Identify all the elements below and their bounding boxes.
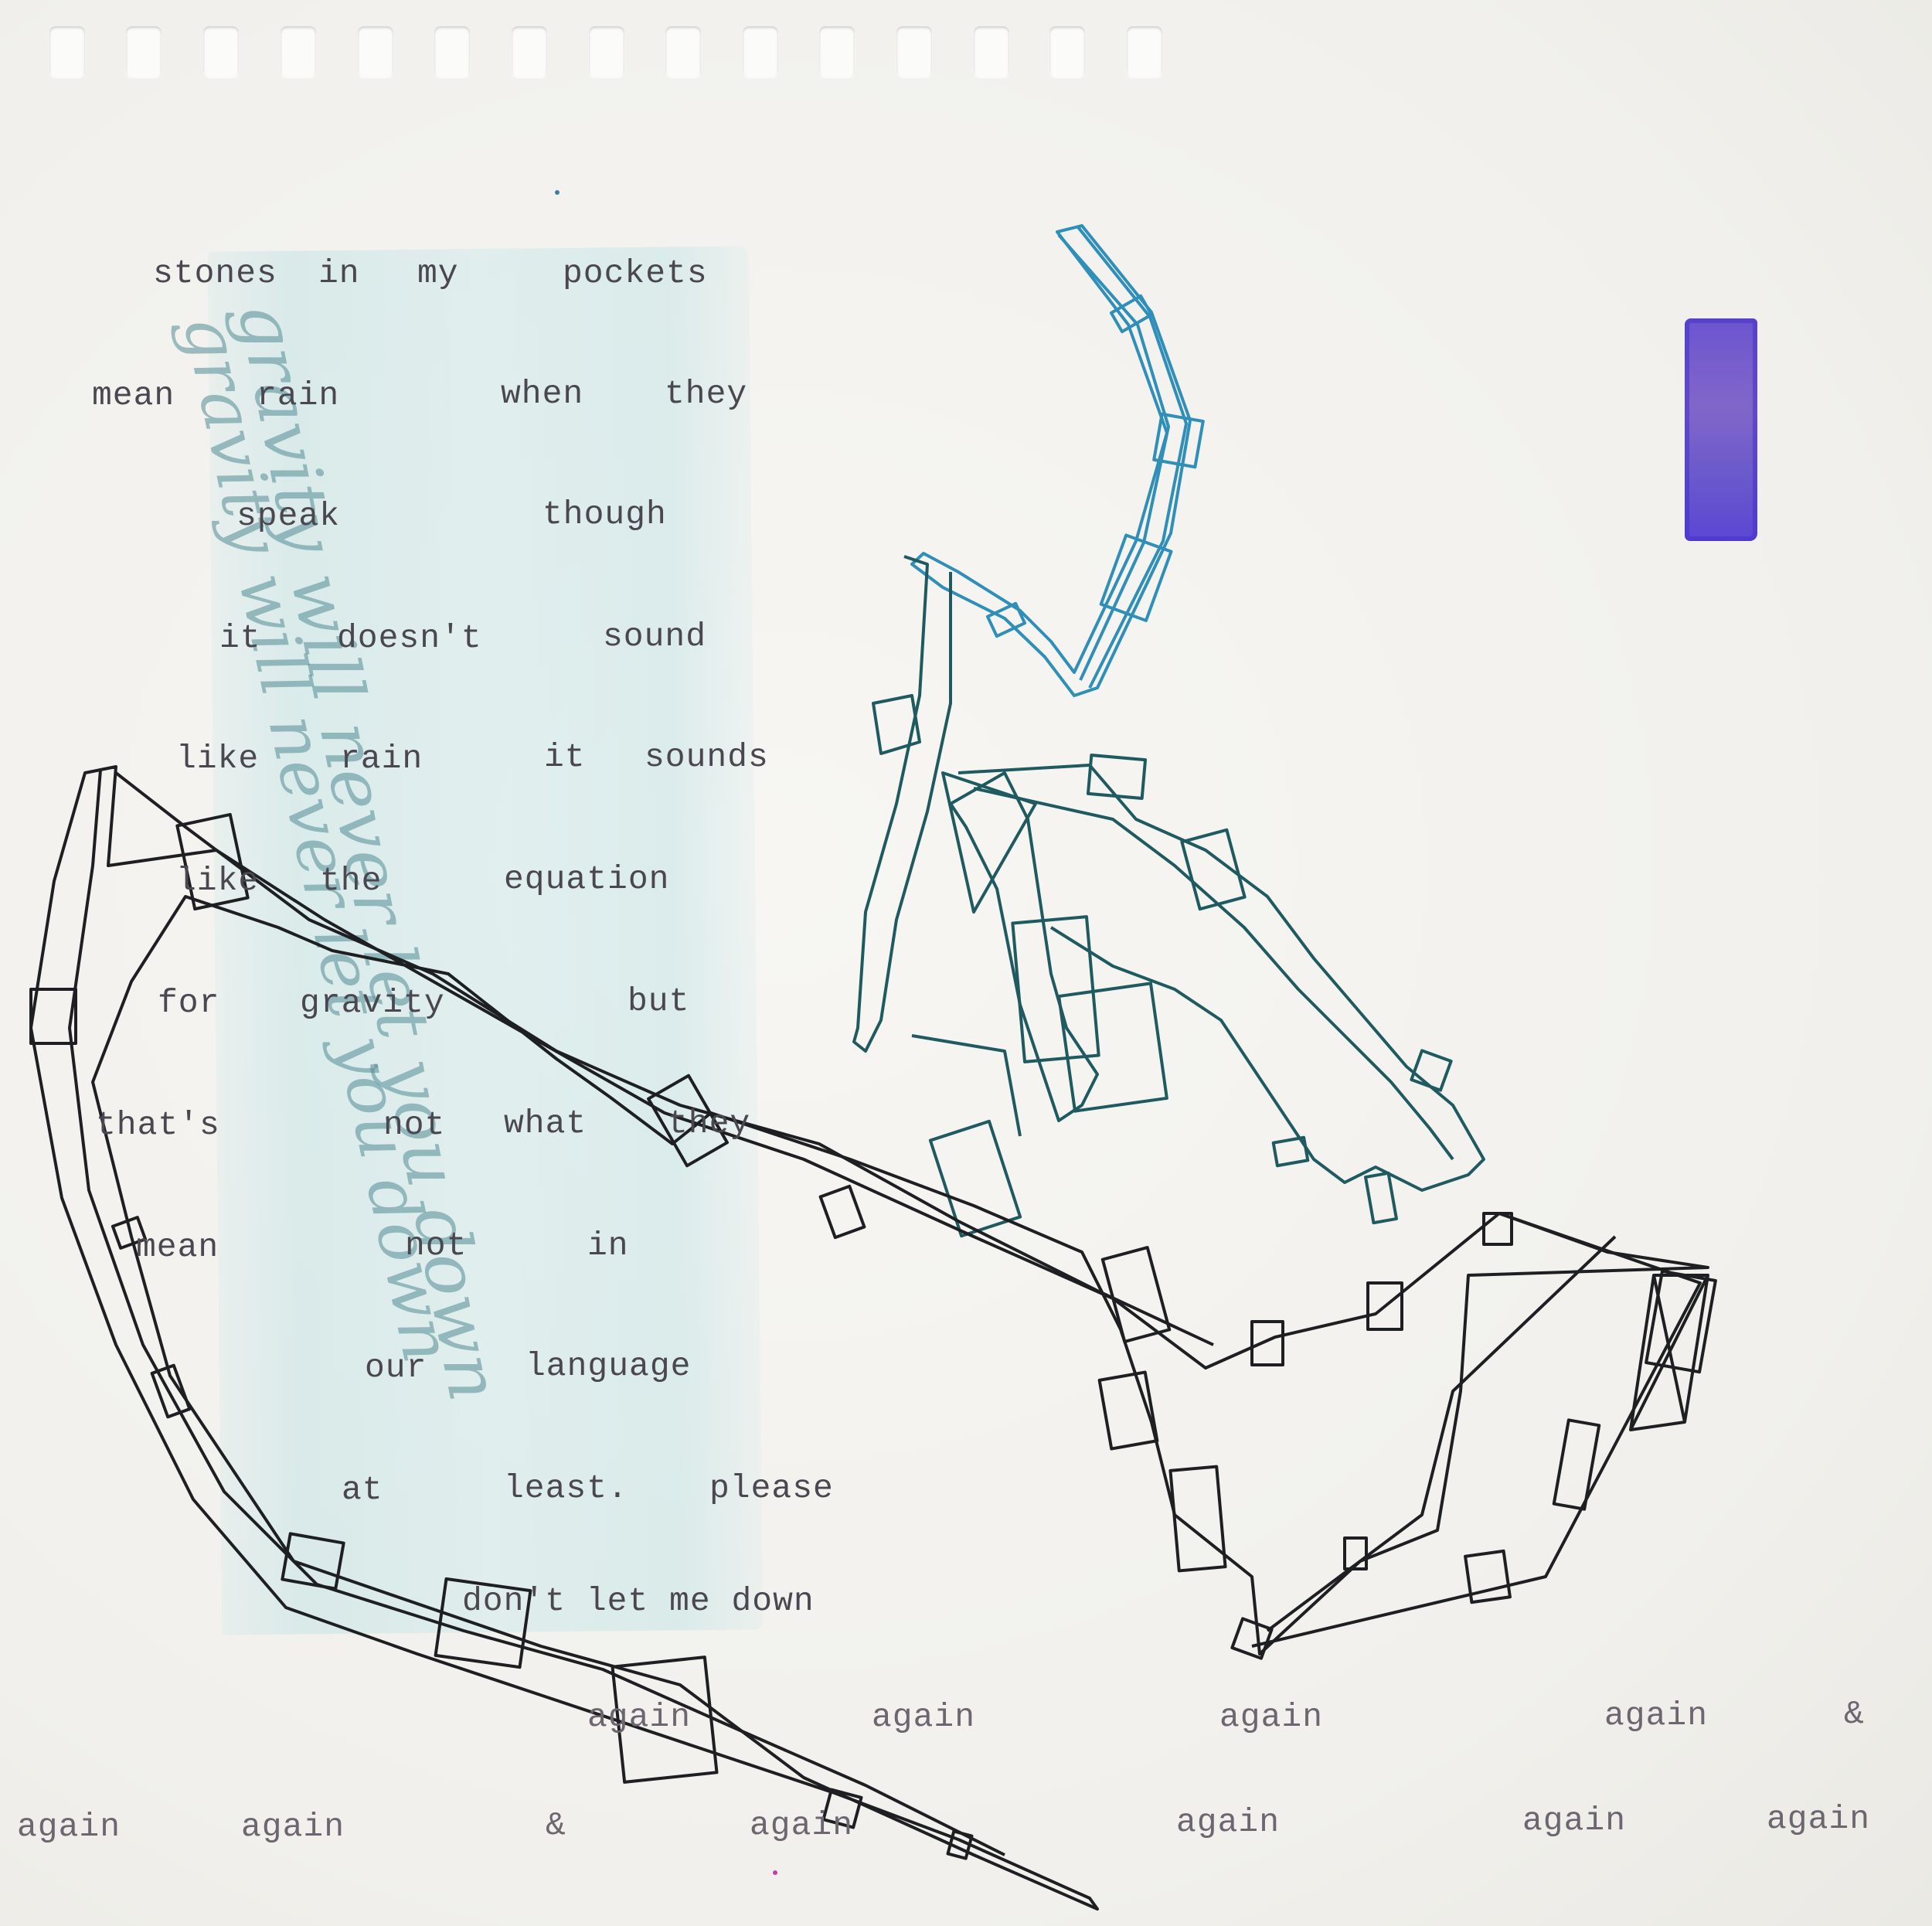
refrain-word: again — [1522, 1802, 1627, 1839]
poem-word: not — [383, 1106, 446, 1144]
poem-word: the — [320, 862, 383, 900]
poem-word: they — [665, 375, 748, 413]
poem-word: mean — [92, 376, 175, 414]
poem-word: but — [628, 982, 690, 1020]
binding-hole — [434, 26, 470, 77]
poem-word: sounds — [645, 738, 769, 776]
refrain-word: again — [750, 1806, 854, 1844]
poem-word: least. — [504, 1469, 628, 1507]
poem-word: when — [501, 375, 584, 413]
refrain-word: again — [1767, 1800, 1871, 1838]
binding-hole — [1049, 26, 1085, 77]
refrain-word: again — [1604, 1696, 1709, 1734]
poem-word: equation — [504, 860, 670, 898]
poem-word: doesn't — [337, 619, 482, 657]
binding-hole — [589, 26, 624, 77]
poem-word: they — [668, 1104, 751, 1142]
black-chain-drawing — [29, 765, 1717, 1911]
poem-word: it — [219, 619, 261, 657]
poem-word: at — [342, 1471, 383, 1509]
poem-word: language — [526, 1347, 692, 1385]
binding-hole — [743, 26, 778, 77]
refrain-word: again — [241, 1808, 345, 1846]
poem-word: it — [544, 738, 586, 776]
poem-word: though — [543, 495, 667, 533]
poem-word: that's — [96, 1106, 220, 1144]
poem-word: for — [158, 984, 220, 1022]
binding-hole — [49, 26, 85, 77]
poem-word: don't let me down — [462, 1582, 815, 1620]
poem-word: mean — [136, 1228, 219, 1266]
poem-word: rain — [257, 376, 340, 414]
refrain-word: again — [1219, 1698, 1324, 1736]
refrain-word: again — [587, 1698, 692, 1736]
binding-hole — [358, 26, 393, 77]
binding-hole — [974, 26, 1009, 77]
poem-word: what — [504, 1104, 587, 1142]
binding-hole — [896, 26, 932, 77]
poem-word: sound — [603, 618, 707, 655]
binding-hole — [512, 26, 547, 77]
blue-chain-drawing — [910, 224, 1205, 697]
poem-word: like — [176, 740, 260, 778]
ink-dot — [773, 1870, 777, 1875]
poem-word: speak — [236, 497, 341, 535]
poem-word: pockets — [563, 254, 708, 292]
binding-hole — [203, 26, 239, 77]
poem-word: like — [176, 862, 260, 900]
poem-word: please — [709, 1469, 834, 1507]
poem-word: our — [365, 1349, 427, 1387]
poem-word: in — [318, 254, 360, 292]
refrain-word: again — [1176, 1803, 1281, 1841]
refrain-word: & — [1844, 1695, 1865, 1733]
poem-word: not — [405, 1227, 468, 1264]
binding-hole — [281, 26, 316, 77]
binding-hole — [665, 26, 701, 77]
poem-word: my — [417, 254, 459, 292]
binding-hole — [819, 26, 855, 77]
poem-word: rain — [340, 740, 423, 778]
refrain-word: again — [17, 1808, 121, 1846]
refrain-word: again — [872, 1698, 976, 1736]
ink-dot — [555, 190, 560, 195]
poem-word: gravity — [300, 984, 445, 1022]
purple-color-swatch — [1685, 318, 1757, 541]
refrain-word: & — [546, 1806, 566, 1844]
binding-hole — [126, 26, 162, 77]
poem-word: stones — [153, 254, 277, 292]
teal-chain-drawing — [852, 555, 1485, 1238]
binding-hole — [1127, 26, 1162, 77]
poem-word: in — [587, 1227, 629, 1264]
